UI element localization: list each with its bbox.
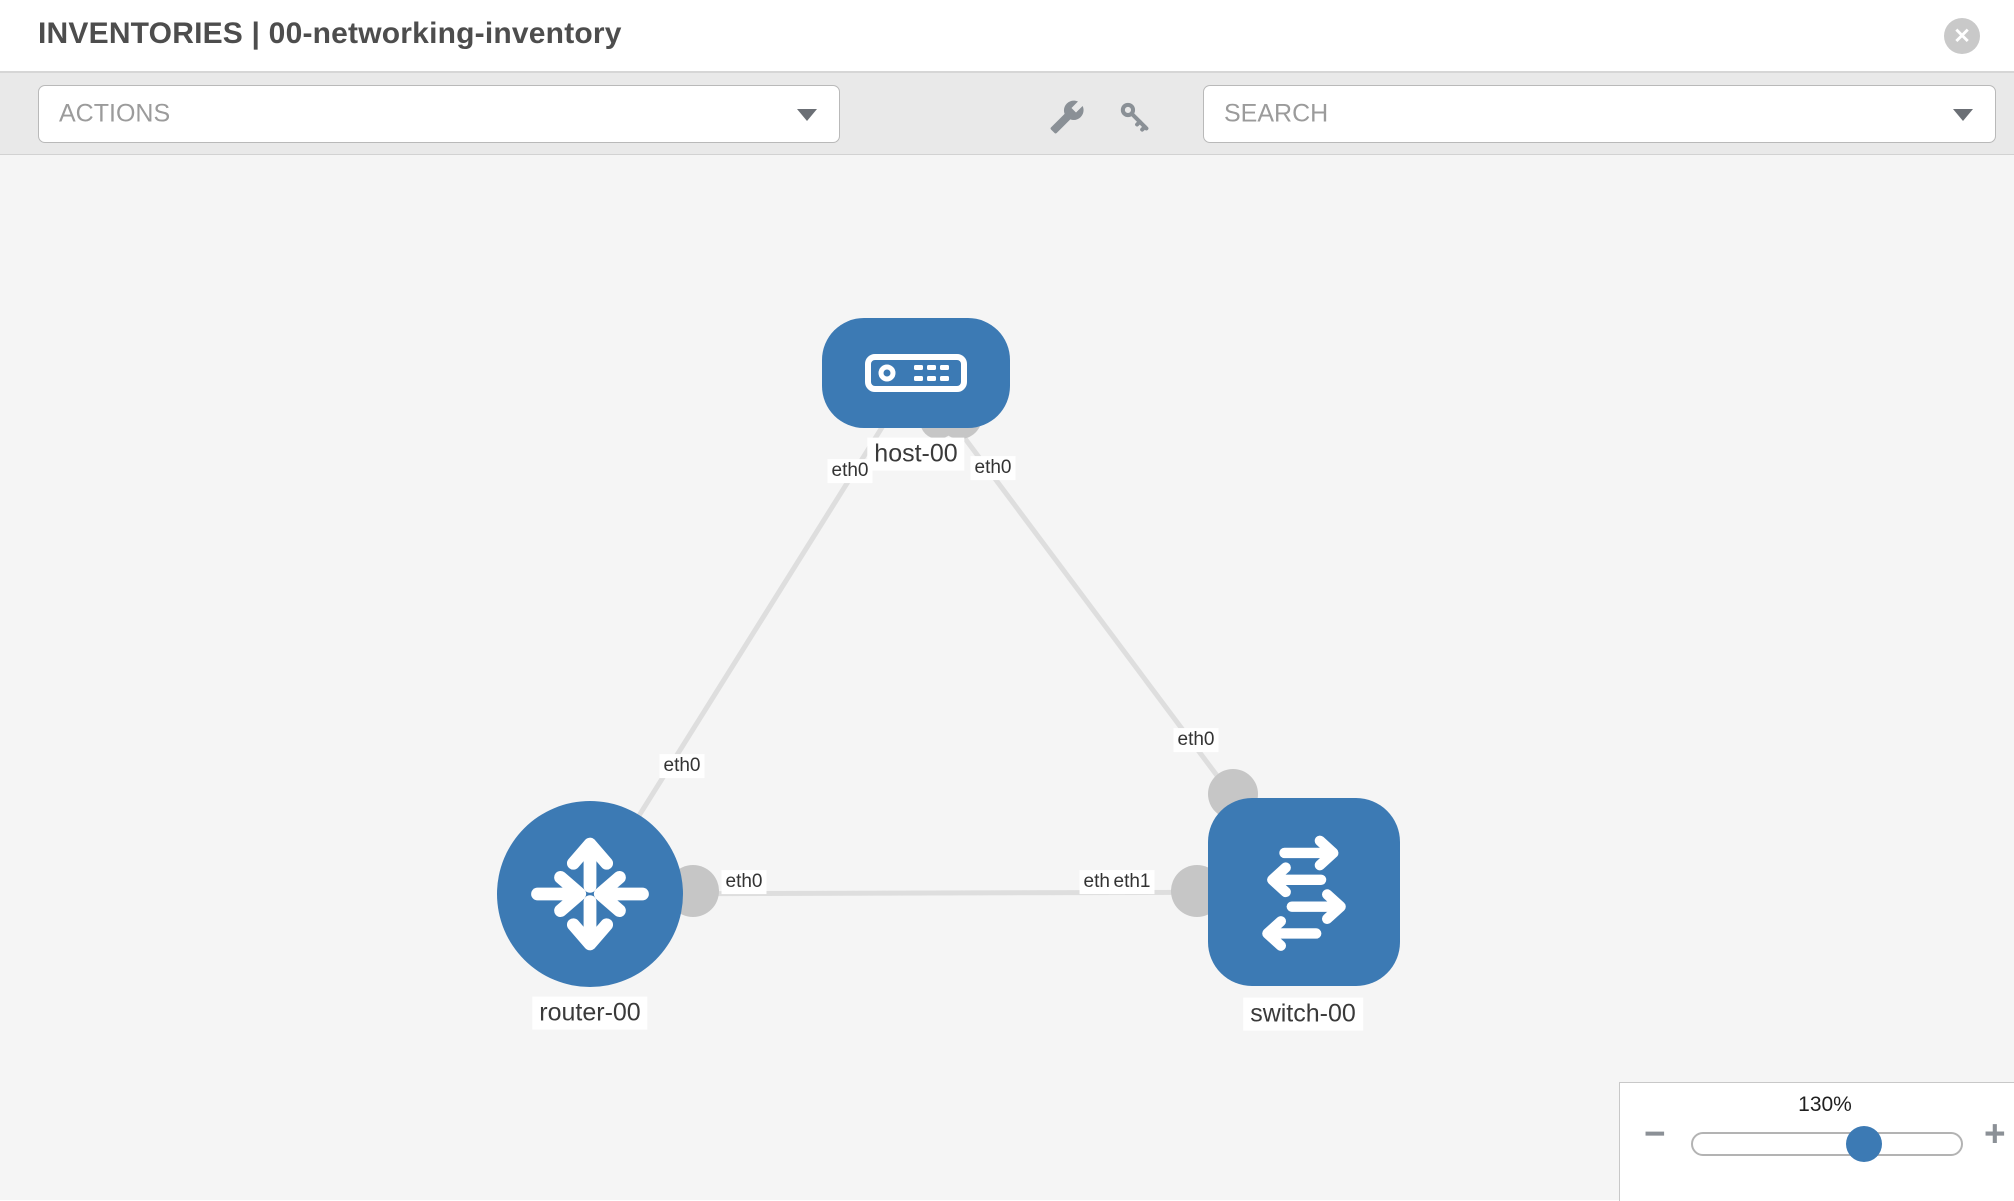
close-icon: ✕ xyxy=(1953,24,1971,48)
configure-button[interactable] xyxy=(1049,99,1085,135)
toolbar: ACTIONS SEARCH xyxy=(0,73,2014,155)
interface-label: eth0 xyxy=(721,870,767,894)
chevron-down-icon xyxy=(1953,109,1973,121)
zoom-in-button[interactable]: + xyxy=(1984,1113,2006,1154)
search-dropdown[interactable]: SEARCH xyxy=(1203,85,1996,143)
topology-canvas[interactable]: 130% − + host-00 router-00 switch-00 eth0 et… xyxy=(0,155,2014,1201)
host-icon xyxy=(865,354,967,392)
zoom-panel: 130% − + xyxy=(1619,1082,2014,1201)
zoom-slider[interactable] xyxy=(1691,1126,1963,1162)
actions-dropdown[interactable]: ACTIONS xyxy=(38,85,840,143)
node-router-00[interactable] xyxy=(497,801,683,987)
node-label-router-00: router-00 xyxy=(532,996,648,1030)
interface-label: eth0 xyxy=(659,754,705,778)
zoom-value: 130% xyxy=(1798,1093,1852,1116)
interface-label: eth0 xyxy=(970,456,1016,480)
switch-icon xyxy=(1262,835,1346,951)
node-label-host-00: host-00 xyxy=(867,437,965,471)
page-header: INVENTORIES | 00-networking-inventory ✕ xyxy=(0,0,2014,73)
links-layer xyxy=(587,371,1307,917)
wrench-icon xyxy=(1050,100,1084,134)
key-icon xyxy=(1120,102,1149,132)
page-title: INVENTORIES | 00-networking-inventory xyxy=(38,17,622,50)
interface-label: eth0 xyxy=(1173,728,1219,752)
search-dropdown-label: SEARCH xyxy=(1224,99,1329,128)
interface-label: eth1 xyxy=(1109,870,1155,894)
zoom-slider-thumb[interactable] xyxy=(1846,1126,1882,1162)
zoom-out-button[interactable]: − xyxy=(1644,1113,1666,1154)
router-icon xyxy=(531,837,649,951)
credentials-button[interactable] xyxy=(1117,99,1153,135)
interface-label: eth0 xyxy=(827,459,873,483)
node-switch-00[interactable] xyxy=(1208,798,1400,986)
close-button[interactable]: ✕ xyxy=(1944,18,1980,54)
node-host-00[interactable] xyxy=(822,318,1010,428)
chevron-down-icon xyxy=(797,109,817,121)
node-label-switch-00: switch-00 xyxy=(1243,997,1363,1031)
actions-dropdown-label: ACTIONS xyxy=(59,99,171,128)
